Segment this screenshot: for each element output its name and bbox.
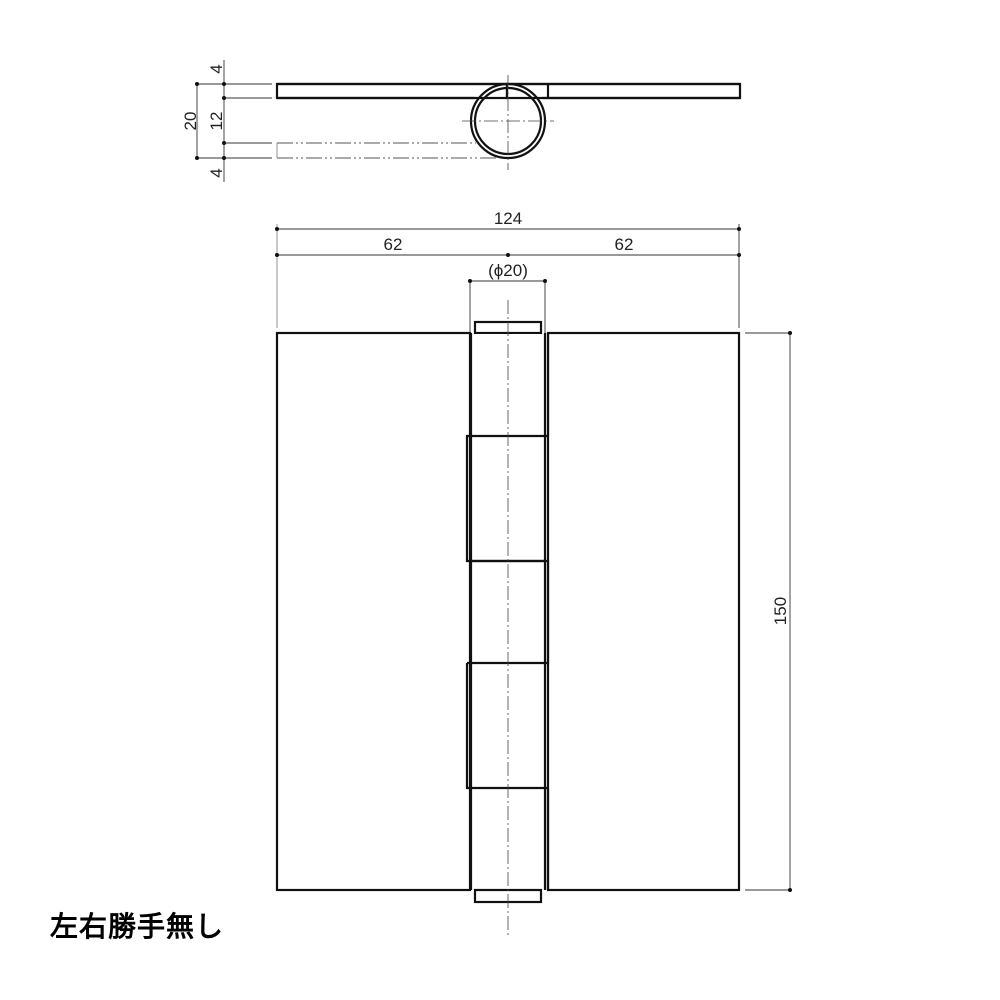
dim-top-4: 4 — [207, 64, 226, 73]
knuckle-segment-4 — [465, 663, 548, 790]
dim-thickness-20: 20 — [181, 112, 200, 131]
top-view: 20 12 4 4 — [181, 60, 742, 182]
front-view — [275, 300, 741, 935]
dim-bottom-4: 4 — [207, 168, 226, 177]
knuckle — [465, 333, 550, 890]
dim-overall-width: 124 — [494, 209, 522, 228]
dim-height: 150 — [771, 597, 790, 625]
caption-non-handed: 左右勝手無し — [50, 910, 225, 943]
front-view-dimensions: 124 62 62 (ϕ20) 150 — [275, 209, 792, 892]
knuckle-segment-2 — [465, 434, 548, 563]
top-view-right-leaf — [505, 82, 742, 100]
dim-12: 12 — [207, 112, 226, 131]
dim-knuckle-diameter: (ϕ20) — [488, 261, 528, 280]
right-leaf — [546, 331, 741, 892]
knuckle-segment-3 — [467, 559, 550, 665]
top-view-left-leaf — [275, 82, 509, 100]
top-view-dimensions: 20 12 4 4 — [181, 60, 272, 182]
dim-right-leaf-width: 62 — [615, 235, 634, 254]
dim-left-leaf-width: 62 — [384, 235, 403, 254]
left-leaf — [275, 331, 472, 892]
